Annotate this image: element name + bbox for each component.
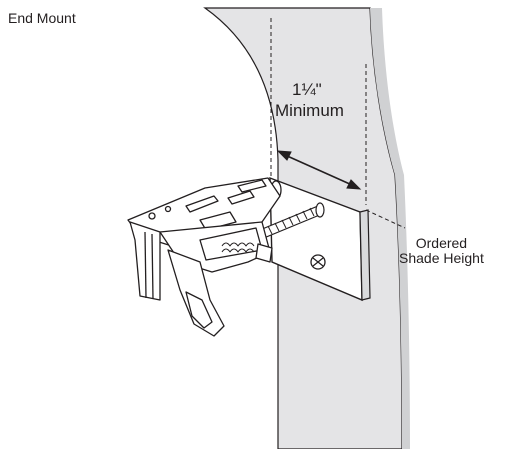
- dimension-value: 1¼": [292, 80, 322, 99]
- side-label-line2: Shade Height: [399, 250, 484, 267]
- side-label-line1: Ordered: [415, 235, 468, 251]
- diagram-title: End Mount: [8, 10, 76, 26]
- dimension-caption: Minimum: [275, 101, 344, 120]
- screw-icon: [310, 254, 326, 270]
- dimension-arrow-icon: [276, 150, 362, 190]
- dimension-guides: [270, 18, 406, 229]
- ordered-shade-height-label: Ordered Shade Height: [399, 235, 484, 267]
- mounting-screw: [254, 202, 325, 241]
- mounting-bracket-icon: [127, 177, 281, 337]
- frame-shadow: [370, 8, 410, 449]
